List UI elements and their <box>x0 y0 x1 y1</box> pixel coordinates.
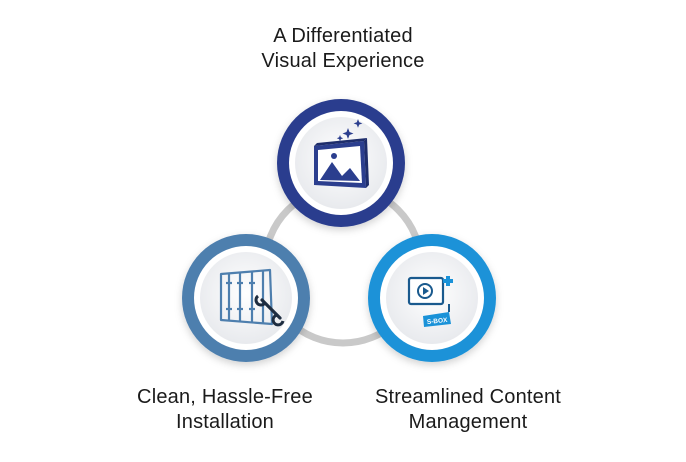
node-installation-inner <box>200 252 292 344</box>
feature-label-content-line2: Management <box>408 411 528 433</box>
node-installation <box>182 234 310 362</box>
framed-landscape-sparkle-icon <box>314 119 369 188</box>
media-player-sbox-icon: S-BOX <box>407 276 453 327</box>
feature-label-visual-line1: A Differentiated <box>273 25 413 47</box>
feature-label-installation-line1: Clean, Hassle-Free <box>137 386 313 408</box>
video-wall-wrench-icon <box>219 268 285 327</box>
sbox-label: S-BOX <box>427 317 449 326</box>
feature-label-installation-line2: Installation <box>175 411 274 433</box>
feature-label-content-line1: Streamlined Content <box>374 386 562 408</box>
feature-label-visual: A Differentiated Visual Experience <box>193 24 493 74</box>
feature-label-content: Streamlined Content Management <box>333 385 603 435</box>
feature-label-visual-line2: Visual Experience <box>261 50 425 72</box>
feature-label-installation: Clean, Hassle-Free Installation <box>95 385 355 435</box>
